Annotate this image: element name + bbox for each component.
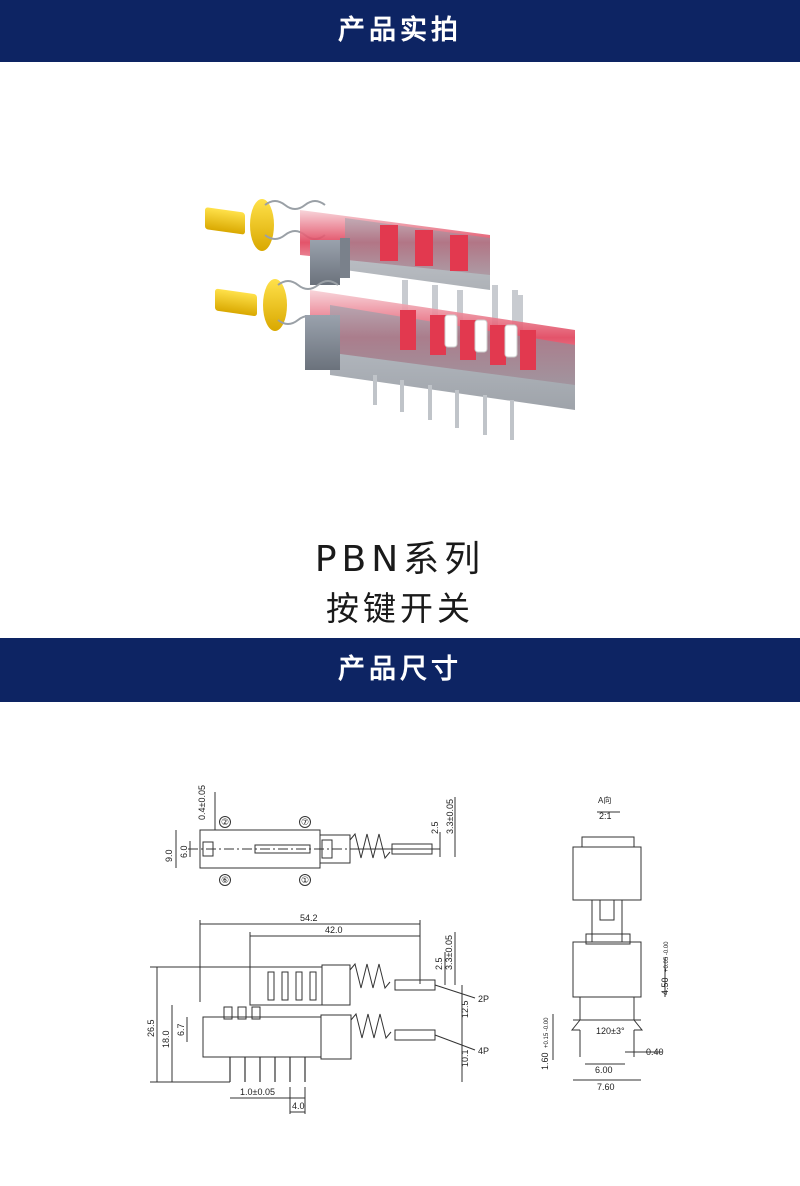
dim-tolerance: +0.05 -0.00 xyxy=(664,941,670,972)
dim-label: 2.5 xyxy=(434,957,444,970)
dim-label: ② xyxy=(221,817,229,827)
product-photo xyxy=(205,199,575,440)
dim-label: 2P xyxy=(478,994,489,1004)
dim-label: 6.7 xyxy=(176,1023,186,1036)
lower-switch xyxy=(215,279,575,410)
dim-label: 2.5 xyxy=(430,821,440,834)
section-title: 产品尺寸 xyxy=(338,654,462,685)
dim-label: 54.2 xyxy=(300,913,318,923)
dim-label: 10.1 xyxy=(460,1049,470,1067)
dim-label: 0.40 xyxy=(646,1047,664,1057)
dim-label: ⑦ xyxy=(301,817,309,827)
end-view-a xyxy=(552,811,666,1081)
dimension-drawing: 0.4±0.05 ② ⑦ ⑥ ① 9.0 6.0 2.5 3.3±0.05 xyxy=(146,785,670,1114)
dim-label: 3.3±0.05 xyxy=(445,799,455,834)
top-view xyxy=(175,792,456,886)
dim-label: 26.5 xyxy=(146,1019,156,1037)
dim-label: ⑥ xyxy=(221,875,229,885)
dim-tolerance: +0.15 -0.00 xyxy=(544,1017,550,1048)
lower-switch-pins xyxy=(373,375,514,440)
product-name: 按键开关 xyxy=(326,589,474,628)
dim-label: 9.0 xyxy=(164,849,174,862)
view-label: A向 xyxy=(598,795,611,805)
dim-label: 42.0 xyxy=(325,925,343,935)
dim-label: 1.0±0.05 xyxy=(240,1087,275,1097)
dim-label: 18.0 xyxy=(161,1030,171,1048)
dim-label: 4.50 xyxy=(660,977,670,995)
dim-label: 4P xyxy=(478,1046,489,1056)
dim-label: 12.5 xyxy=(460,1000,470,1018)
section-banner-dimensions: 产品尺寸 xyxy=(0,638,800,702)
dim-label: 3.3±0.05 xyxy=(444,935,454,970)
side-view xyxy=(150,920,476,1114)
product-series: PBN系列 xyxy=(314,539,486,580)
dim-label: 1.60 xyxy=(540,1052,550,1070)
upper-switch xyxy=(205,199,490,290)
dim-label: 120±3° xyxy=(596,1026,625,1036)
section-title: 产品实拍 xyxy=(338,15,462,46)
dim-label: 6.00 xyxy=(595,1065,613,1075)
dim-label: 6.0 xyxy=(179,845,189,858)
scale-label: 2:1 xyxy=(599,811,612,821)
section-banner-photo: 产品实拍 xyxy=(0,0,800,62)
dim-label: 4.0 xyxy=(292,1101,305,1111)
dim-label: 0.4±0.05 xyxy=(197,785,207,820)
dim-label: 7.60 xyxy=(597,1082,615,1092)
dim-label: ① xyxy=(301,875,309,885)
